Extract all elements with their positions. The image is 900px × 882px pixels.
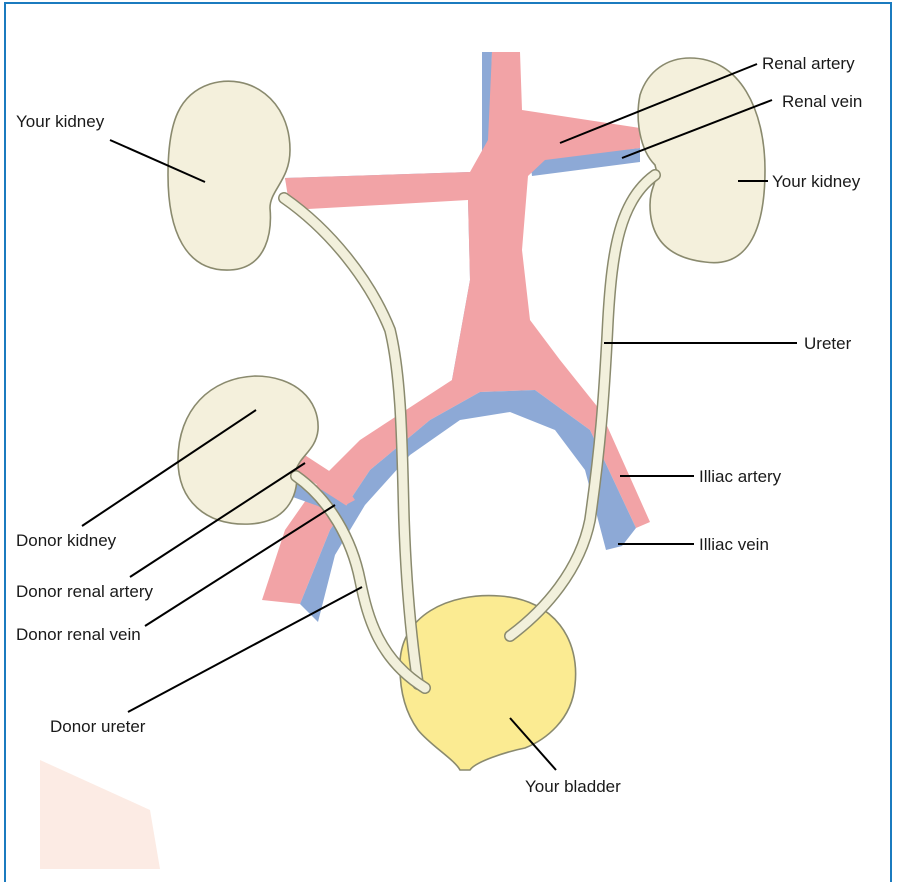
donor-kidney <box>178 376 318 524</box>
label-renal-artery: Renal artery <box>762 54 855 73</box>
label-illiac-vein: Illiac vein <box>699 535 769 554</box>
watermark-shape <box>40 760 160 869</box>
leader-donor-ureter <box>128 587 362 712</box>
label-your-kidney-right: Your kidney <box>772 172 861 191</box>
label-renal-vein: Renal vein <box>782 92 862 111</box>
label-your-bladder: Your bladder <box>525 777 621 796</box>
label-ureter: Ureter <box>804 334 852 353</box>
label-donor-ureter: Donor ureter <box>50 717 146 736</box>
label-donor-renal-artery: Donor renal artery <box>16 582 154 601</box>
your-kidney-left <box>168 81 290 270</box>
label-donor-renal-vein: Donor renal vein <box>16 625 141 644</box>
label-illiac-artery: Illiac artery <box>699 467 782 486</box>
label-donor-kidney: Donor kidney <box>16 531 117 550</box>
your-kidney-right <box>638 58 765 263</box>
label-your-kidney-left: Your kidney <box>16 112 105 131</box>
